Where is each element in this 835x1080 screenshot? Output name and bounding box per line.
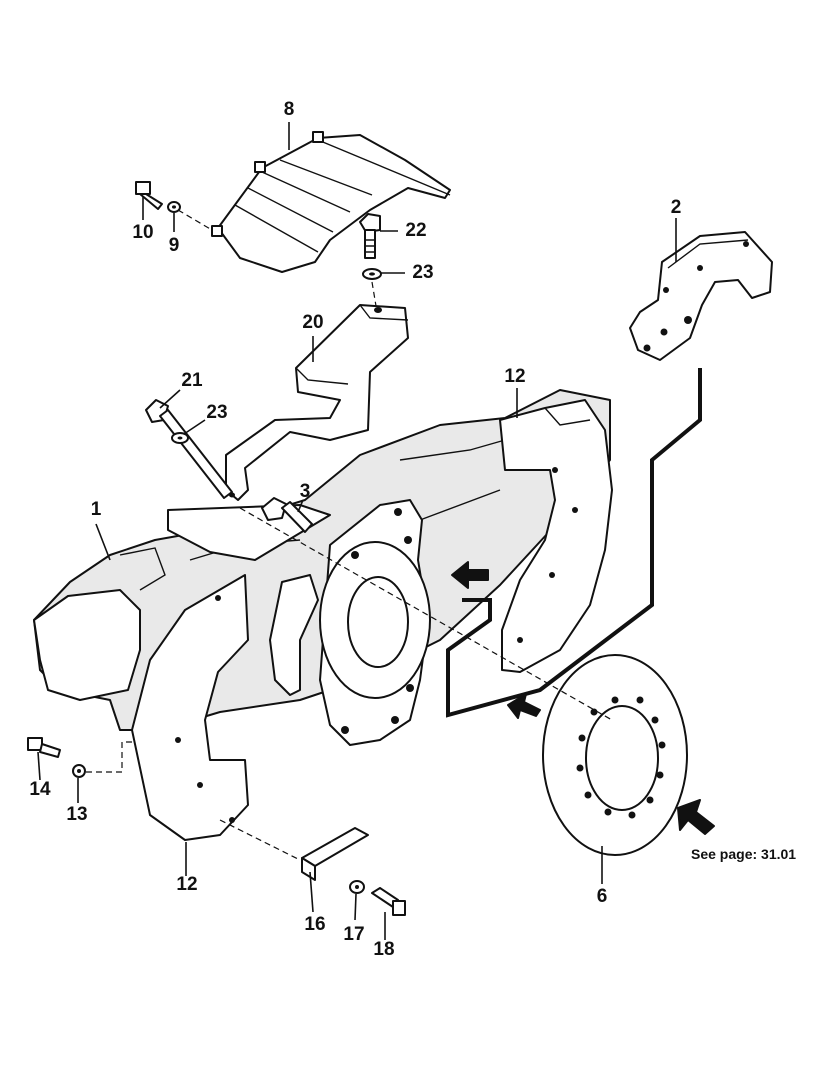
- assembly-axis-left: [86, 741, 132, 773]
- washer-part-23-lower: [171, 432, 189, 444]
- shield-part-12-right: [499, 399, 613, 673]
- callout-8: 8: [283, 99, 295, 120]
- grouping-line: [446, 368, 702, 718]
- leader-lines: [37, 122, 677, 940]
- washer-part-23-upper: [362, 268, 382, 307]
- shield-part-12-left: [131, 574, 249, 841]
- bolt-part-18: [371, 887, 406, 916]
- disc-part-6: [542, 654, 688, 856]
- callout-12-left: 12: [176, 874, 198, 895]
- callout-21: 21: [181, 370, 203, 391]
- callout-14: 14: [29, 779, 51, 800]
- hub-flange: [319, 499, 431, 746]
- callout-6: 6: [596, 886, 608, 907]
- callout-1: 1: [90, 499, 102, 520]
- washer-part-13: [72, 764, 86, 778]
- assembly-axis-lower: [219, 819, 301, 861]
- callout-18: 18: [373, 939, 395, 960]
- callout-16: 16: [304, 914, 326, 935]
- callout-10: 10: [132, 222, 154, 243]
- clamp-plate-part-16: [301, 827, 369, 881]
- callout-17: 17: [343, 924, 365, 945]
- see-page-note: See page: 31.01: [691, 846, 797, 862]
- cover-guard-part-8: [177, 131, 451, 273]
- callout-20: 20: [302, 312, 324, 333]
- bracket-part-20: [225, 304, 409, 501]
- bolt-part-22: [359, 213, 381, 259]
- arrow-left: [451, 561, 489, 589]
- callout-12-right: 12: [504, 366, 526, 387]
- arrow-to-disc: [507, 693, 541, 719]
- washer-part-9: [167, 201, 181, 213]
- callout-23-upper: 23: [412, 262, 434, 283]
- callout-23-lower: 23: [206, 402, 228, 423]
- callout-3: 3: [299, 481, 311, 502]
- bolt-part-3: [261, 497, 313, 533]
- assembly-axis-main: [239, 507, 613, 721]
- see-page-arrow: [677, 799, 715, 835]
- callout-22: 22: [405, 220, 427, 241]
- callout-13: 13: [66, 804, 88, 825]
- callout-9: 9: [168, 235, 180, 256]
- brake-shoe: [269, 574, 319, 696]
- bolt-part-14: [27, 737, 61, 758]
- callout-2: 2: [670, 197, 682, 218]
- segment-plate-part-2: [629, 231, 773, 361]
- bolt-part-10: [135, 181, 163, 210]
- washer-part-17: [349, 880, 365, 894]
